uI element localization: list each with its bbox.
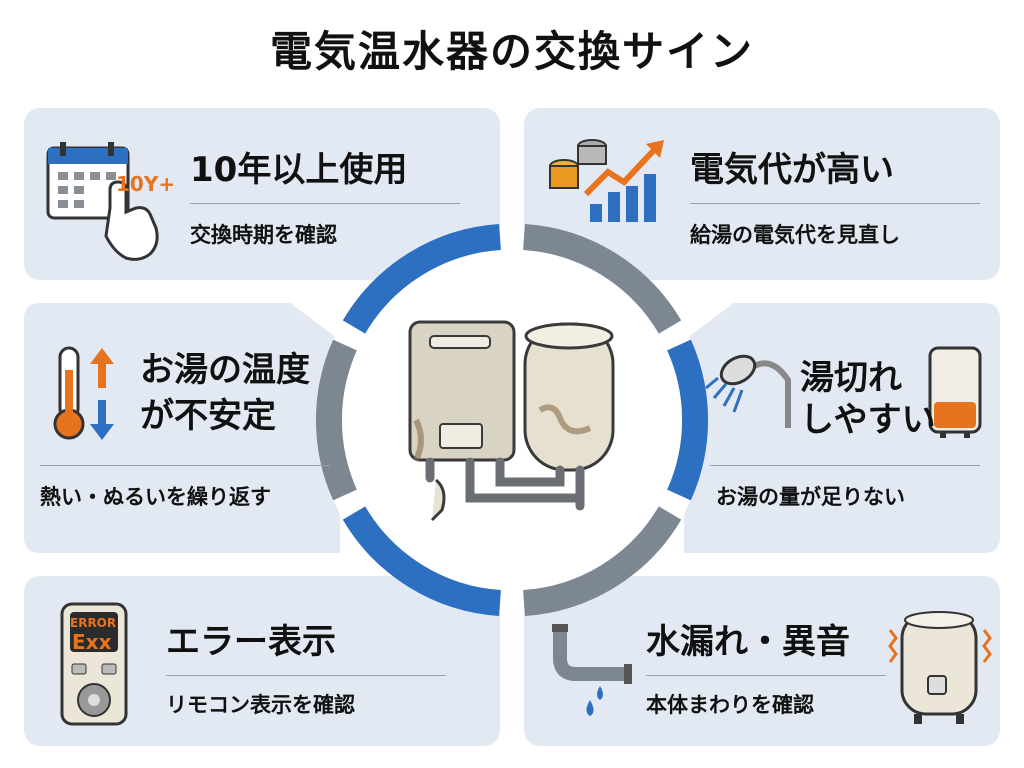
shortage-divider [710,465,980,466]
page-title: 電気温水器の交換サイン [269,27,754,76]
shortage-heading-line2: しやすい [800,400,936,440]
remote-control-icon [60,602,128,726]
error-subtext: リモコン表示を確認 [166,693,355,717]
calendar-tap-icon [46,142,159,261]
leak-subtext: 本体まわりを確認 [646,693,814,717]
cost-subtext: 給湯の電気代を見直し [690,223,900,247]
empty-tank-icon [928,346,982,438]
cost-heading: 電気代が高い [690,150,894,190]
water-heater-illustration [408,320,615,522]
age-badge: 10Y+ [116,172,176,196]
leaking-pipe-icon [552,624,632,716]
age-heading: 10年以上使用 [190,150,408,190]
leak-divider [646,675,886,676]
shower-icon [705,354,791,428]
shortage-subtext: お湯の量が足りない [716,485,905,509]
card-leak [524,576,1000,746]
temp-heading-line1: お湯の温度 [140,350,310,390]
temp-divider [40,465,330,466]
card-error [24,576,500,746]
age-divider [190,203,460,204]
error-divider [166,675,446,676]
noisy-tank-icon [888,611,992,724]
leak-heading: 水漏れ・異音 [646,622,850,662]
age-subtext: 交換時期を確認 [190,223,337,247]
shortage-heading-line1: 湯切れ [800,358,902,398]
cost-divider [690,203,980,204]
temp-subtext: 熱い・ぬるいを繰り返す [40,485,271,509]
ring [315,224,709,616]
card-cost [524,108,1000,280]
remote-display-line2: Exx [72,630,112,654]
temp-heading-line2: が不安定 [140,396,276,436]
remote-display-line1: ERROR [70,616,117,630]
error-heading: エラー表示 [166,622,336,662]
coins-chart-icon [549,139,664,222]
thermometer-icon [53,346,114,440]
